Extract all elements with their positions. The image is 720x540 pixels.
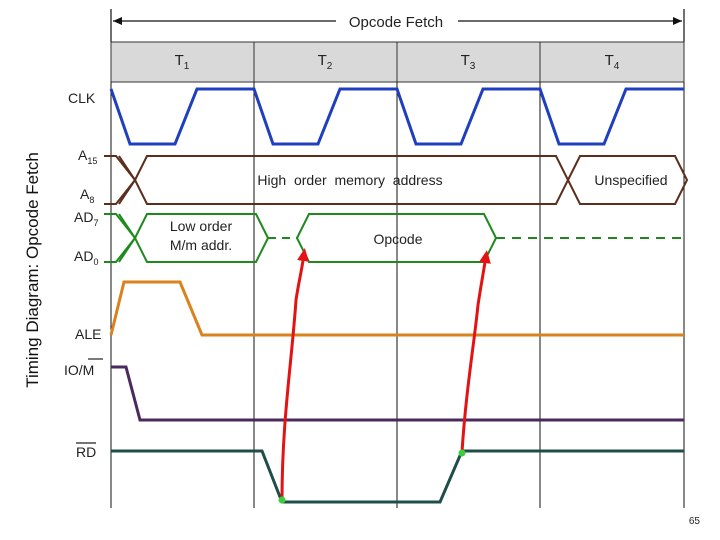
- io-m-label: IO/M: [64, 362, 94, 378]
- rd-low-marker: [278, 496, 286, 504]
- t-state-label: T3: [461, 52, 476, 72]
- ad7-label: AD7: [74, 209, 98, 228]
- low-order-label: M/m addr.: [170, 237, 232, 253]
- cycle-gridlines: [110, 82, 685, 508]
- address-bus-high: [104, 155, 689, 205]
- clk-waveform: [109, 87, 684, 146]
- ad0-label: AD0: [74, 248, 98, 267]
- ale-waveform: [109, 280, 684, 337]
- t-state-label: T1: [175, 52, 190, 72]
- opcode-label: Opcode: [373, 231, 422, 247]
- unspecified-label: Unspecified: [594, 172, 667, 188]
- opcode-fetch-label: Opcode Fetch: [349, 14, 443, 31]
- opcode-latch-arrow: [460, 250, 491, 453]
- clk-label: CLK: [68, 90, 96, 106]
- a8-label: A8: [80, 186, 94, 205]
- t-state-label: T2: [318, 52, 333, 72]
- rd-label: RD: [76, 444, 96, 460]
- low-order-label: Low order: [170, 218, 233, 234]
- t-state-header: T1 T2 T3 T4: [110, 41, 685, 83]
- t-state-label: T4: [605, 52, 620, 72]
- rd-waveform: [111, 449, 684, 504]
- rd-high-marker: [458, 449, 466, 457]
- memory-read-arrow: [280, 248, 309, 501]
- opcode-fetch-span: Opcode Fetch: [110, 9, 685, 42]
- io-m-waveform: [111, 365, 684, 422]
- page-number: 65: [689, 516, 701, 527]
- side-title: Timing Diagram: Opcode Fetch: [23, 152, 42, 388]
- ale-label: ALE: [75, 326, 101, 342]
- a15-label: A15: [78, 147, 97, 166]
- address-data-bus-low: [104, 213, 684, 263]
- high-order-address-label: High order memory address: [257, 172, 442, 188]
